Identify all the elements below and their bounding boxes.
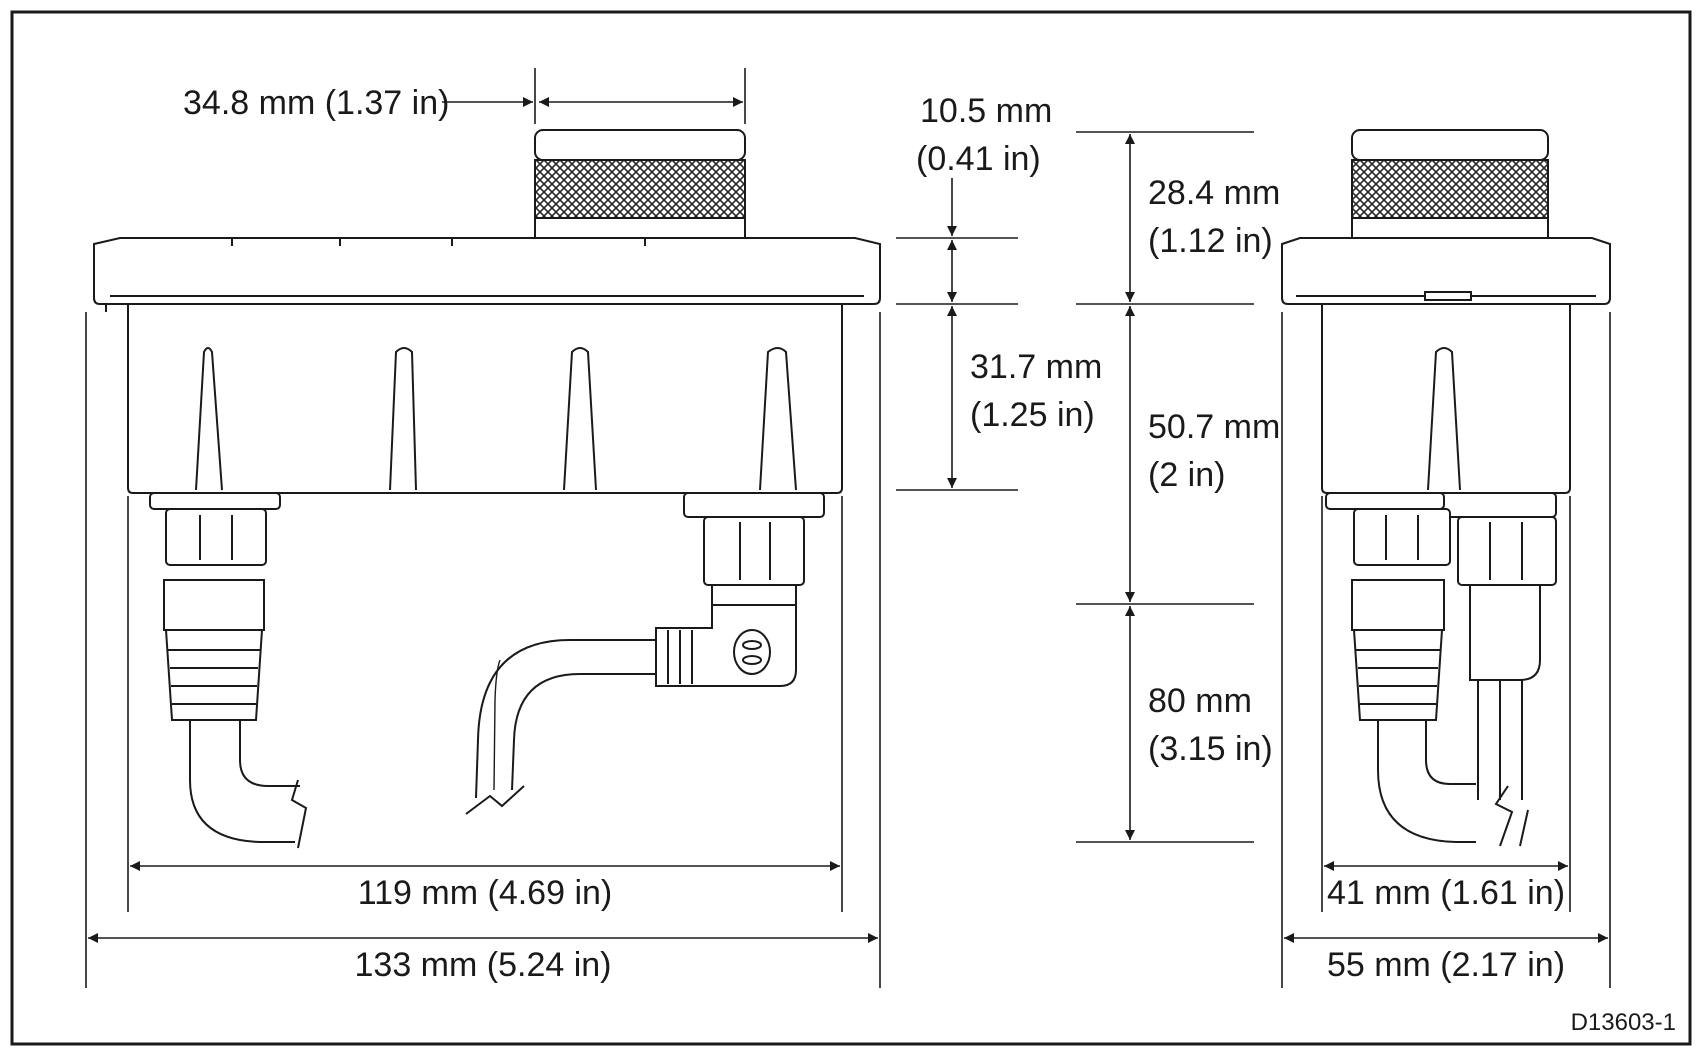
front-right-connector [465, 492, 825, 815]
dimension-labels: 34.8 mm (1.37 in) 10.5 mm (0.41 in) 31.7… [183, 84, 1676, 1036]
side-left-connector [1325, 492, 1476, 843]
side-inner-width-label: 41 mm (1.61 in) [1327, 874, 1565, 912]
body-depth-label-mm: 31.7 mm [970, 348, 1102, 386]
cable-clearance-label-in: (3.15 in) [1148, 730, 1273, 768]
connector-width-label: 34.8 mm (1.37 in) [183, 84, 449, 122]
side-right-connector [1439, 492, 1557, 847]
side-housing [1321, 303, 1571, 494]
front-connector [534, 129, 746, 241]
connector-height-label-in: (1.12 in) [1148, 222, 1273, 260]
side-connector [1351, 129, 1549, 241]
side-flange [1281, 237, 1611, 305]
connector-height-label-mm: 28.4 mm [1148, 174, 1280, 212]
front-view [93, 129, 881, 849]
drawing-reference-code: D13603-1 [1571, 1009, 1676, 1036]
front-left-connector [149, 492, 308, 849]
cable-clearance-label-mm: 80 mm [1148, 682, 1252, 720]
flange-thickness-label-mm: 10.5 mm [920, 92, 1052, 130]
front-inner-width-label: 119 mm (4.69 in) [358, 874, 612, 912]
front-overall-width-label: 133 mm (5.24 in) [355, 946, 612, 984]
body-height-label-mm: 50.7 mm [1148, 408, 1280, 446]
body-height-label-in: (2 in) [1148, 456, 1225, 494]
front-housing [105, 303, 843, 494]
dimension-lines [85, 68, 1611, 988]
side-overall-width-label: 55 mm (2.17 in) [1327, 946, 1565, 984]
side-view [1281, 129, 1611, 847]
flange-thickness-label-in: (0.41 in) [916, 140, 1041, 178]
front-flange [93, 237, 881, 305]
drawing-border [10, 10, 1692, 1046]
body-depth-label-in: (1.25 in) [970, 396, 1095, 434]
